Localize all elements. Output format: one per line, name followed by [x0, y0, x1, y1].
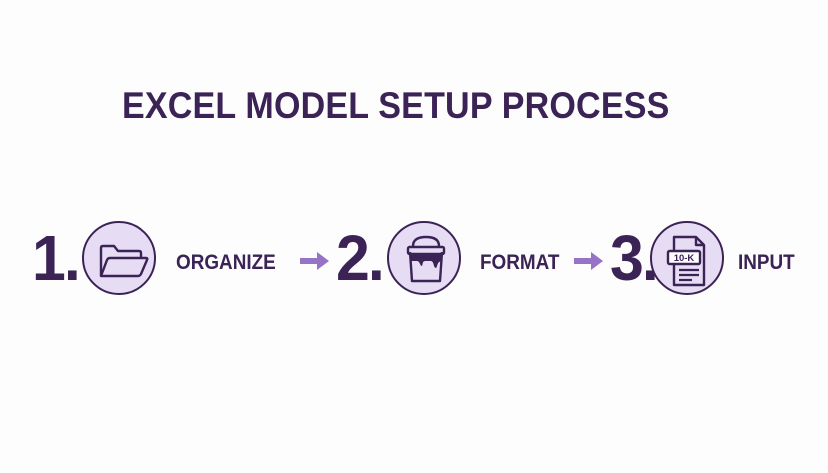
- step-1-icon-badge: [82, 221, 156, 295]
- folder-icon: [99, 244, 149, 278]
- document-10k-icon: 10-K: [666, 235, 706, 287]
- step-label-organize: ORGANIZE: [176, 251, 276, 274]
- arrow-right-icon: [300, 252, 329, 270]
- paint-bucket-icon: [406, 235, 446, 283]
- step-3-icon-badge: 10-K: [650, 221, 724, 295]
- document-10k-label: 10-K: [674, 253, 695, 264]
- page-title: EXCEL MODEL SETUP PROCESS: [122, 85, 670, 126]
- step-label-format: FORMAT: [480, 251, 560, 274]
- step-2-icon-badge: [387, 221, 461, 295]
- step-number-2: 2.: [336, 222, 385, 294]
- step-number-1: 1.: [32, 222, 81, 294]
- arrow-right-icon: [574, 252, 603, 270]
- step-label-input: INPUT: [738, 251, 795, 274]
